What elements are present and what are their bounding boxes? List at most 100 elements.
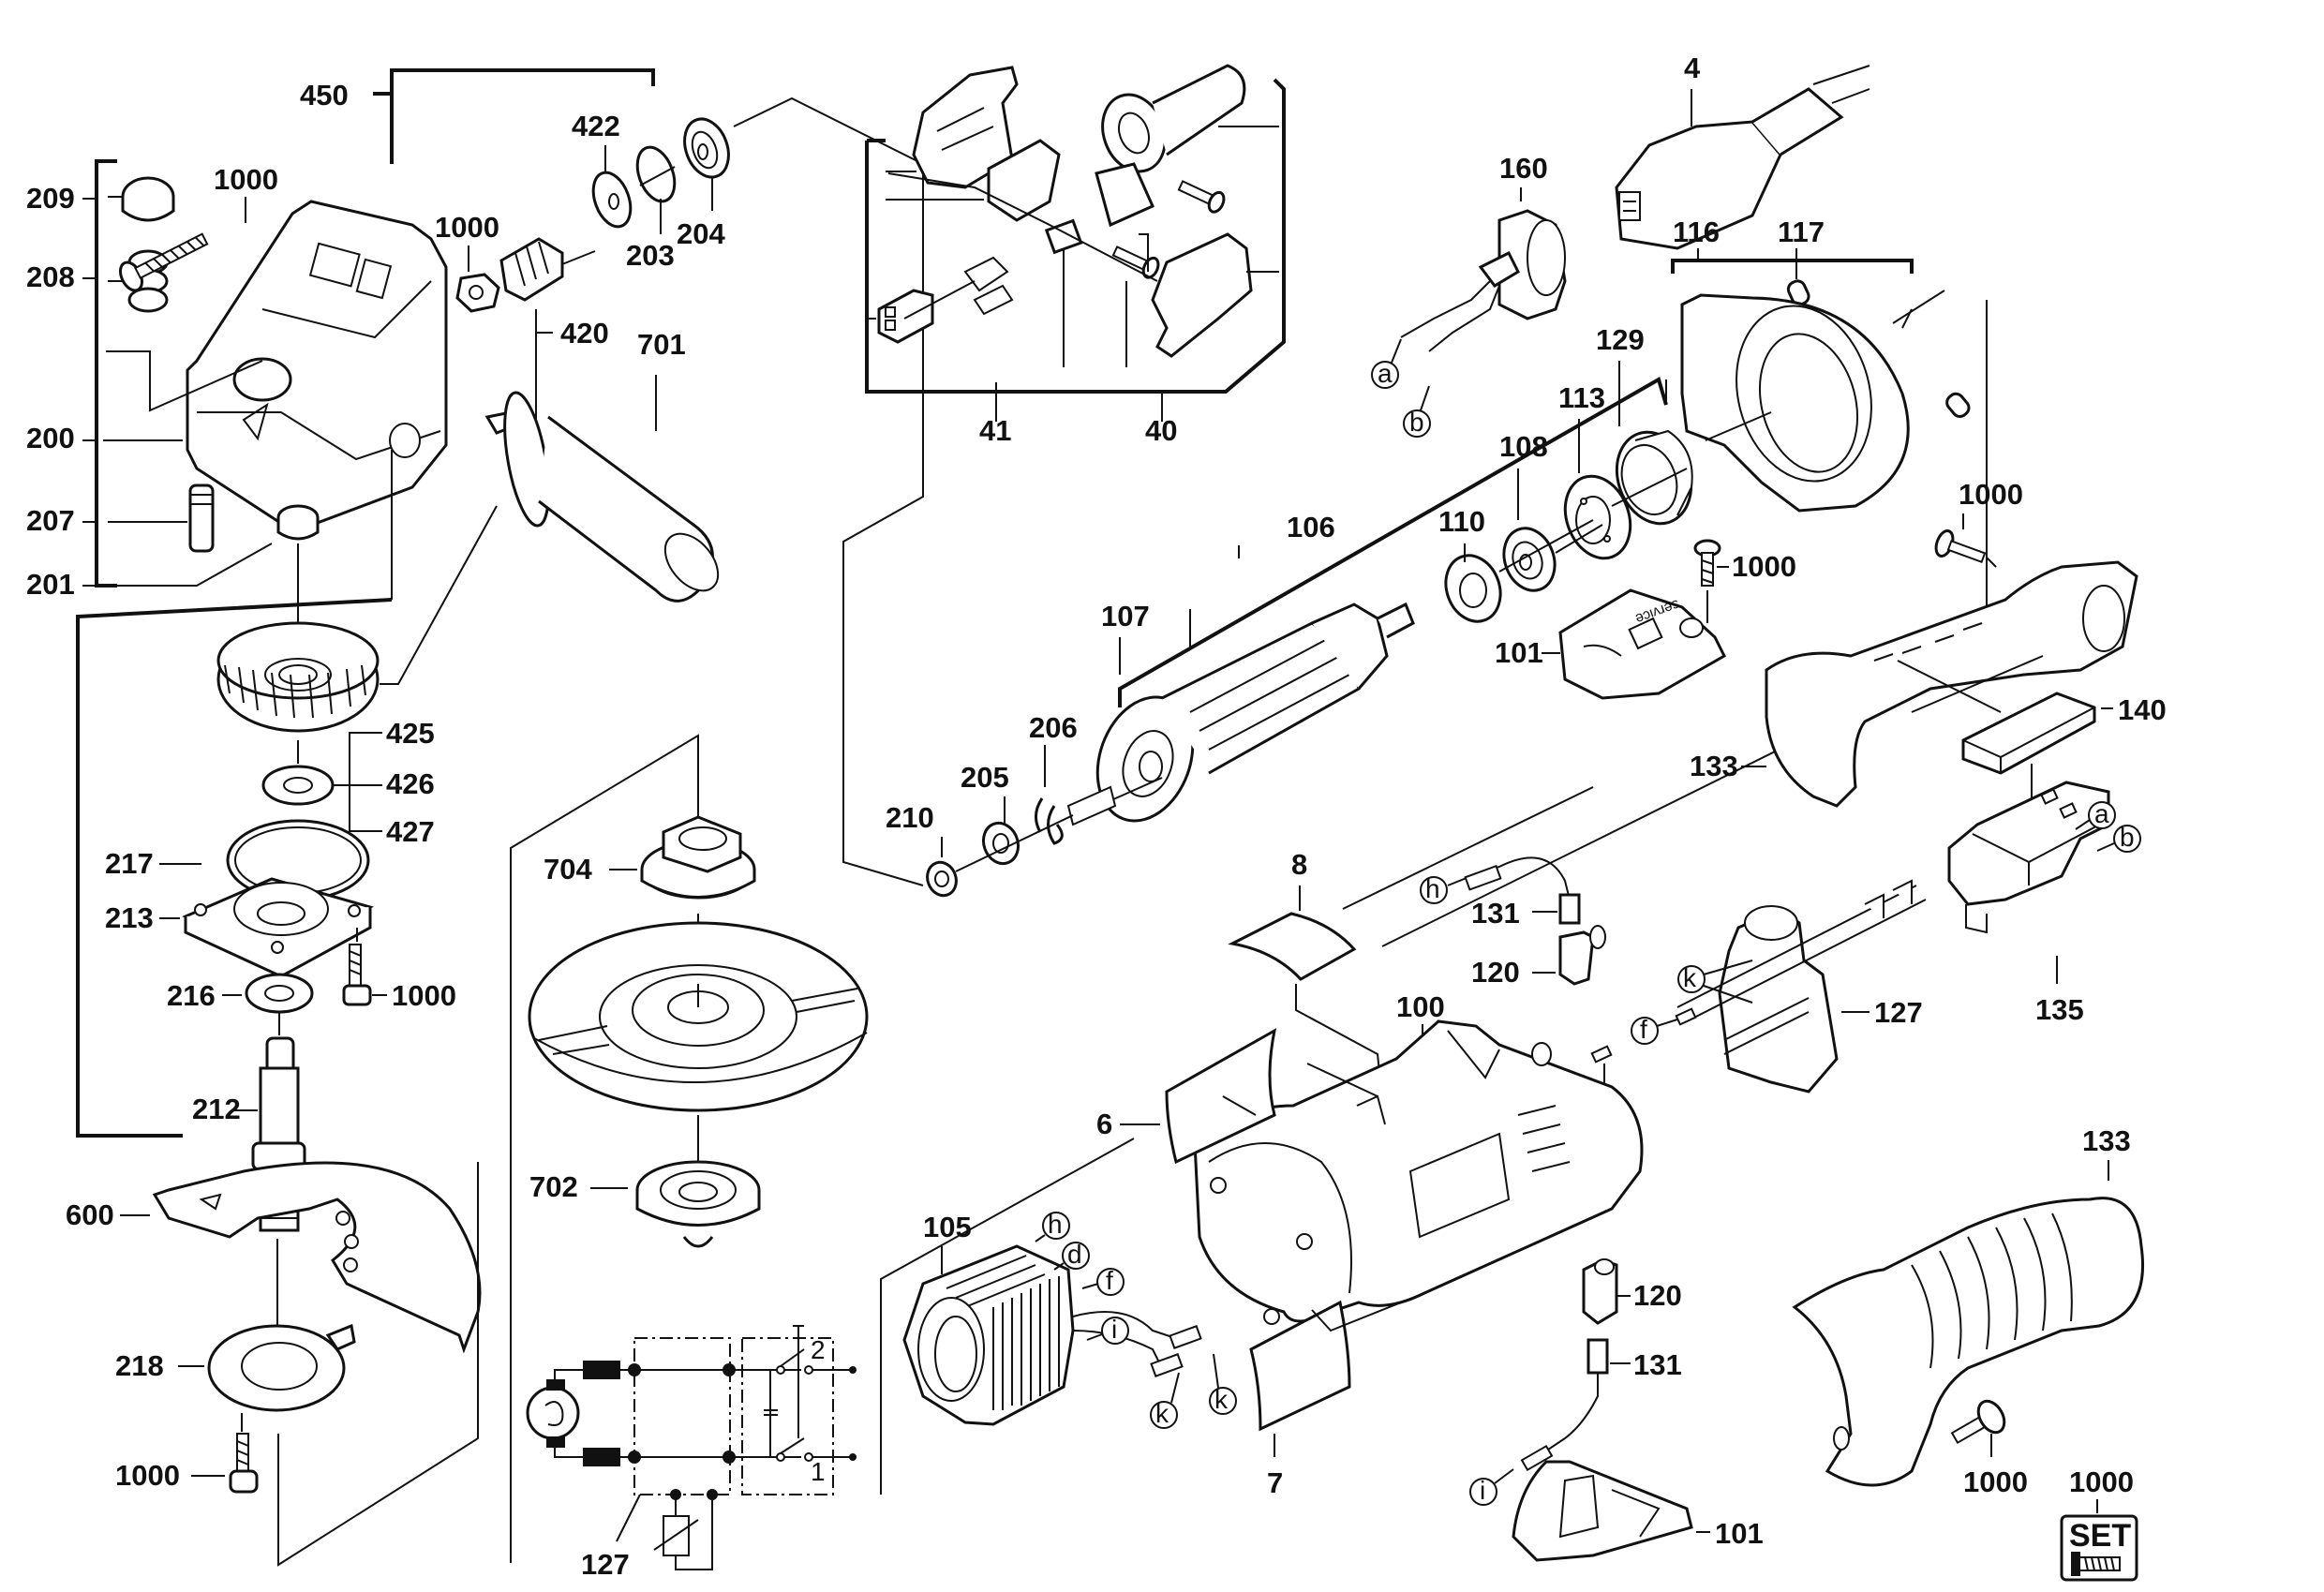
part-1000-clamp-screw[interactable] [229, 1433, 259, 1494]
guard-axis-bracket [277, 1162, 479, 1567]
part-704-clamping-nut[interactable] [640, 815, 756, 900]
part-1000-handle-screw[interactable] [1933, 528, 1988, 570]
connector-a-top-label: a [1378, 359, 1393, 388]
part-127-electronic-module[interactable] [1676, 879, 1927, 1094]
screw-set-badge[interactable]: SET [2060, 1514, 2138, 1582]
part-420-pinion[interactable] [499, 237, 596, 302]
lower-brush-group: 120 131 i 101 133 [1469, 1124, 2144, 1582]
part-101-brush-cover[interactable]: service [1558, 588, 1726, 700]
part-133-handle-half-upper[interactable] [1765, 560, 2138, 808]
part-203-circlip[interactable] [631, 142, 681, 207]
part-201-bushing[interactable] [108, 504, 320, 587]
part-101-brush-cover-bottom[interactable] [1512, 1460, 1693, 1562]
part-cable-screw-1[interactable] [1176, 176, 1227, 215]
part-205-washer[interactable] [978, 818, 1024, 869]
label-1000-handle-screw: 1000 [1959, 478, 2023, 511]
label-127-schematic: 127 [581, 1548, 630, 1581]
part-216-washer[interactable] [245, 973, 314, 1014]
part-110-bearing-seat[interactable] [1437, 548, 1509, 630]
connector-h-stator-label: h [1048, 1210, 1063, 1239]
switch-pos-1-label: 1 [811, 1457, 826, 1486]
part-cable-clamp-shell[interactable] [1139, 232, 1279, 358]
gear-head-group: 450 209 208 200 207 201 1000 [26, 68, 924, 1567]
part-131-brush-lead-bottom[interactable] [1520, 1338, 1609, 1472]
part-1000-handle-screw-lower[interactable] [1946, 1396, 2009, 1452]
choke-top-icon [583, 1361, 620, 1379]
label-41: 41 [979, 414, 1011, 447]
part-6-label[interactable] [1165, 1028, 1277, 1165]
part-210-washer[interactable] [923, 858, 961, 900]
part-133-handle-half-lower[interactable] [1792, 1197, 2144, 1487]
connector-i-stator: i [1086, 1315, 1129, 1345]
label-100: 100 [1396, 990, 1445, 1023]
label-1000-housing-screw: 1000 [214, 163, 278, 196]
connector-h-top-label: h [1425, 874, 1440, 903]
switch-contact-1a [776, 1452, 785, 1462]
part-117-pin-b[interactable] [1944, 391, 1972, 420]
part-207-stud[interactable] [108, 484, 215, 553]
part-crown-gear[interactable] [216, 621, 380, 733]
label-133-lower: 133 [2082, 1124, 2131, 1157]
label-426: 426 [386, 767, 435, 800]
bracket-flange-axis [510, 734, 699, 1563]
label-425: 425 [386, 717, 435, 750]
label-110: 110 [1438, 505, 1485, 538]
part-cable-screw-2[interactable] [1110, 242, 1161, 280]
part-422-washer[interactable] [587, 168, 637, 232]
part-1000-housing-screw[interactable] [116, 226, 212, 294]
armature-group: 106 107 110 108 [842, 323, 1796, 900]
part-206-circlip[interactable] [1035, 797, 1064, 845]
label-208: 208 [26, 260, 75, 293]
part-204-bearing[interactable] [677, 112, 736, 183]
part-131-brush-lead-top[interactable] [1447, 856, 1581, 925]
part-218-clamp-ring[interactable] [207, 1323, 356, 1412]
part-41-terminal-block[interactable] [867, 256, 1014, 344]
connector-k-module: k [1677, 960, 1753, 1004]
label-207: 207 [26, 504, 75, 537]
set-badge-text: SET [2069, 1518, 2131, 1554]
part-1000-nut[interactable] [455, 273, 500, 313]
part-108-bearing[interactable] [1496, 521, 1563, 598]
part-140-insulation-pad[interactable] [1961, 692, 2096, 775]
connector-a-switch: a [2075, 799, 2116, 830]
label-120-top: 120 [1471, 956, 1520, 989]
armature-axis [1498, 468, 1688, 573]
part-cable-plug[interactable] [886, 139, 1061, 222]
connector-f-module-label: f [1640, 1015, 1647, 1044]
part-armature[interactable] [1066, 602, 1415, 834]
part-7-label[interactable] [1249, 1300, 1351, 1432]
label-209: 209 [26, 182, 75, 215]
part-1000-cover-screw[interactable] [1693, 539, 1721, 587]
part-120-brush-top[interactable] [1558, 925, 1606, 986]
part-702-mounting-flange[interactable] [635, 1160, 761, 1248]
part-cable-clamp-housing[interactable] [886, 66, 1019, 189]
part-701-side-handle[interactable] [484, 390, 728, 603]
part-160-cord-socket[interactable] [1400, 209, 1567, 352]
part-1000-flange-screw[interactable] [342, 944, 372, 1006]
label-129: 129 [1596, 323, 1645, 356]
part-120-brush-bottom[interactable] [1582, 1258, 1618, 1325]
part-116-fan-baffle[interactable] [1680, 290, 1913, 513]
part-grinding-disc[interactable] [528, 921, 869, 1112]
part-cable-sleeve[interactable] [1093, 64, 1279, 180]
label-133-upper: 133 [1690, 750, 1738, 782]
part-200-gear-housing[interactable] [103, 200, 448, 531]
switch-contact-2b [804, 1365, 813, 1375]
part-129-rubber-ring[interactable] [1604, 422, 1704, 534]
part-213-bearing-flange[interactable] [182, 877, 375, 978]
part-135-switch[interactable] [1947, 781, 2110, 934]
axis-handle-screw [1986, 557, 1997, 568]
connector-h-top: h [1420, 874, 1448, 904]
part-4-power-cord[interactable] [1615, 65, 1870, 250]
thermistor-leads [653, 1499, 713, 1570]
part-426-washer[interactable] [261, 765, 335, 806]
connector-k-module-label: k [1683, 963, 1697, 992]
part-209-cap[interactable] [108, 176, 175, 222]
leader-127-schematic [616, 1494, 641, 1542]
connector-d-stator: d [1053, 1240, 1090, 1271]
part-600-wheel-guard[interactable] [152, 1161, 482, 1354]
part-8-label-plate[interactable] [1228, 912, 1357, 981]
motor-leads [554, 1369, 583, 1458]
switch-lever [780, 1325, 805, 1454]
part-105-stator[interactable] [902, 1244, 1202, 1426]
